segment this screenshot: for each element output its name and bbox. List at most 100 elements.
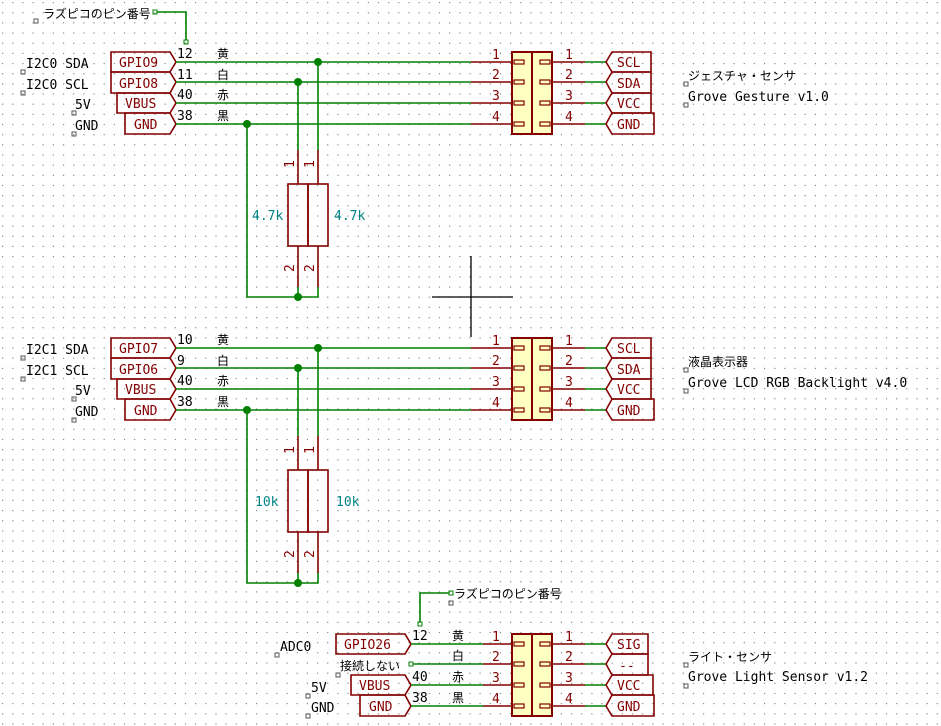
grid-dot [408,63,410,65]
grid-dot [22,2,24,4]
grid-dot [885,83,888,85]
grid-dot [2,499,4,501]
grid-dot [510,266,512,268]
grid-dot [865,42,867,44]
grid-dot [774,499,776,501]
grid-dot [825,479,827,481]
grid-dot [875,93,877,95]
grid-dot [733,337,735,339]
grid-dot [83,93,85,95]
grid-dot [235,245,237,247]
grid-dot [225,225,227,227]
grid-dot [601,83,603,85]
grid-dot [367,317,369,319]
grid-dot [855,276,857,278]
grid-dot [479,327,481,329]
grid-dot [408,408,410,410]
grid-dot [235,337,237,339]
grid-dot [83,195,85,197]
grid-dot [225,286,227,288]
grid-dot [73,327,75,329]
grid-dot [662,22,664,24]
grid-dot [32,22,34,24]
grid-dot [804,52,806,54]
grid-dot [235,215,237,217]
grid-dot [22,337,24,339]
grid-dot [154,469,156,471]
grid-dot [42,337,44,339]
grid-dot [469,418,471,420]
grid-dot [713,205,715,207]
grid-dot [438,256,441,258]
grid-dot [2,32,4,34]
grid-dot [692,469,695,471]
grid-dot [123,83,126,85]
grid-dot [195,408,197,410]
grid-dot [225,63,227,65]
grid-dot [652,367,654,369]
grid-dot [845,164,847,166]
grid-dot [804,530,806,532]
grid-dot [581,276,583,278]
grid-dot [306,286,308,288]
grid-dot [73,449,75,451]
grid-dot [317,52,319,54]
grid-dot [662,438,664,441]
grid-dot [571,296,573,298]
grid-dot [581,134,583,136]
grid-dot [733,63,735,65]
grid-dot [642,479,644,481]
grid-dot [581,428,583,430]
grid-dot [804,377,806,380]
grid-dot [916,225,918,227]
grid-dot [682,123,684,126]
grid-dot [469,469,471,471]
grid-dot [753,428,755,430]
grid-dot [855,83,857,85]
grid-dot [408,32,410,34]
grid-dot [581,63,583,65]
grid-dot [73,489,75,491]
grid-dot [459,337,461,339]
grid-dot [845,42,847,44]
grid-dot [936,144,938,146]
grid-dot [266,530,268,532]
grid-dot [652,530,654,532]
grid-dot [560,22,562,24]
grid-dot [591,428,593,430]
grid-dot [855,256,857,258]
grid-dot [865,266,867,268]
grid-dot [184,489,187,491]
grid-dot [621,479,623,481]
grid-dot [723,489,725,491]
grid-dot [398,144,400,146]
grid-dot [896,286,898,288]
grid-dot [225,42,227,44]
grid-dot [784,428,786,430]
grid-dot [753,459,755,461]
grid-dot [926,347,928,349]
grid-dot [591,63,593,65]
grid-dot [479,459,481,461]
grid-dot [164,42,166,44]
grid-dot [672,438,674,441]
grid-dot [286,449,288,451]
grid-dot [896,469,898,471]
grid-dot [449,154,451,156]
grid-dot [896,530,898,532]
grid-dot [103,144,105,146]
grid-dot [906,73,908,75]
grid-dot [835,530,837,532]
grid-dot [113,205,115,207]
grid-dot [388,195,390,197]
grid-dot [520,306,522,308]
grid-dot [692,12,695,14]
grid-dot [449,174,451,176]
grid-dot [875,469,877,471]
grid-dot [215,235,217,237]
grid-dot [235,32,237,34]
grid-dot [317,510,319,512]
grid-dot [469,479,471,481]
grid-dot [32,357,34,359]
